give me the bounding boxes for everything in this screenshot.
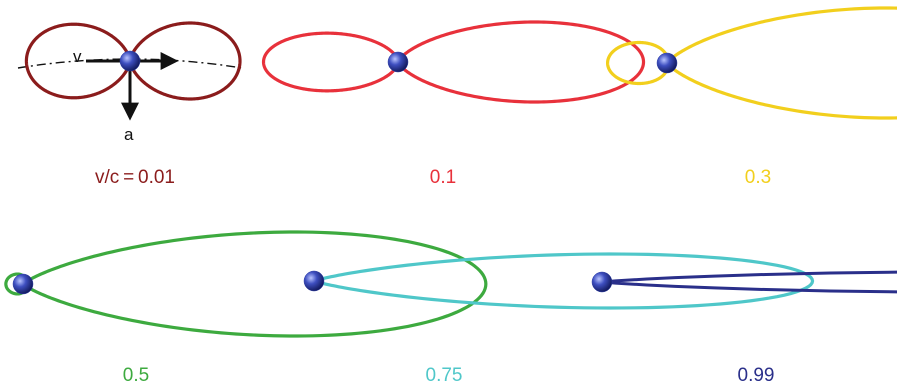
panel-beta-0-3 — [605, 6, 897, 120]
radiation-lobe-beta-0-01 — [24, 21, 242, 101]
charged-particle — [303, 270, 325, 292]
panel-label-beta-0-99: 0.99 — [737, 365, 775, 386]
acceleration-label: a — [124, 125, 134, 144]
panel-label-beta-0-01: v/c = 0.01 — [95, 167, 175, 188]
velocity-label: v — [73, 47, 82, 66]
trajectory-curve — [17, 58, 243, 69]
charged-particle — [119, 50, 141, 72]
panel-beta-0-99 — [591, 270, 897, 294]
panel-label-beta-0-1: 0.1 — [429, 167, 457, 188]
radiation-lobe-beta-0-1 — [261, 20, 646, 104]
panel-label-beta-0-5: 0.5 — [122, 365, 150, 386]
charged-particle — [591, 271, 613, 293]
radiation-lobe-beta-0-75 — [310, 252, 815, 310]
charged-particle — [387, 51, 409, 73]
charged-particle — [12, 273, 34, 295]
panel-beta-0-01 — [17, 21, 243, 121]
panel-beta-0-5 — [4, 230, 488, 338]
charged-particle — [656, 52, 678, 74]
panel-label-beta-0-75: 0.75 — [425, 365, 463, 386]
radiation-lobe-beta-0-3 — [605, 6, 897, 120]
radiation-lobe-beta-0-99 — [599, 270, 897, 294]
radiation-lobe-beta-0-5 — [4, 230, 488, 338]
panel-label-beta-0-3: 0.3 — [744, 167, 772, 188]
panel-beta-0-1 — [261, 20, 646, 104]
panel-beta-0-75 — [303, 252, 815, 310]
